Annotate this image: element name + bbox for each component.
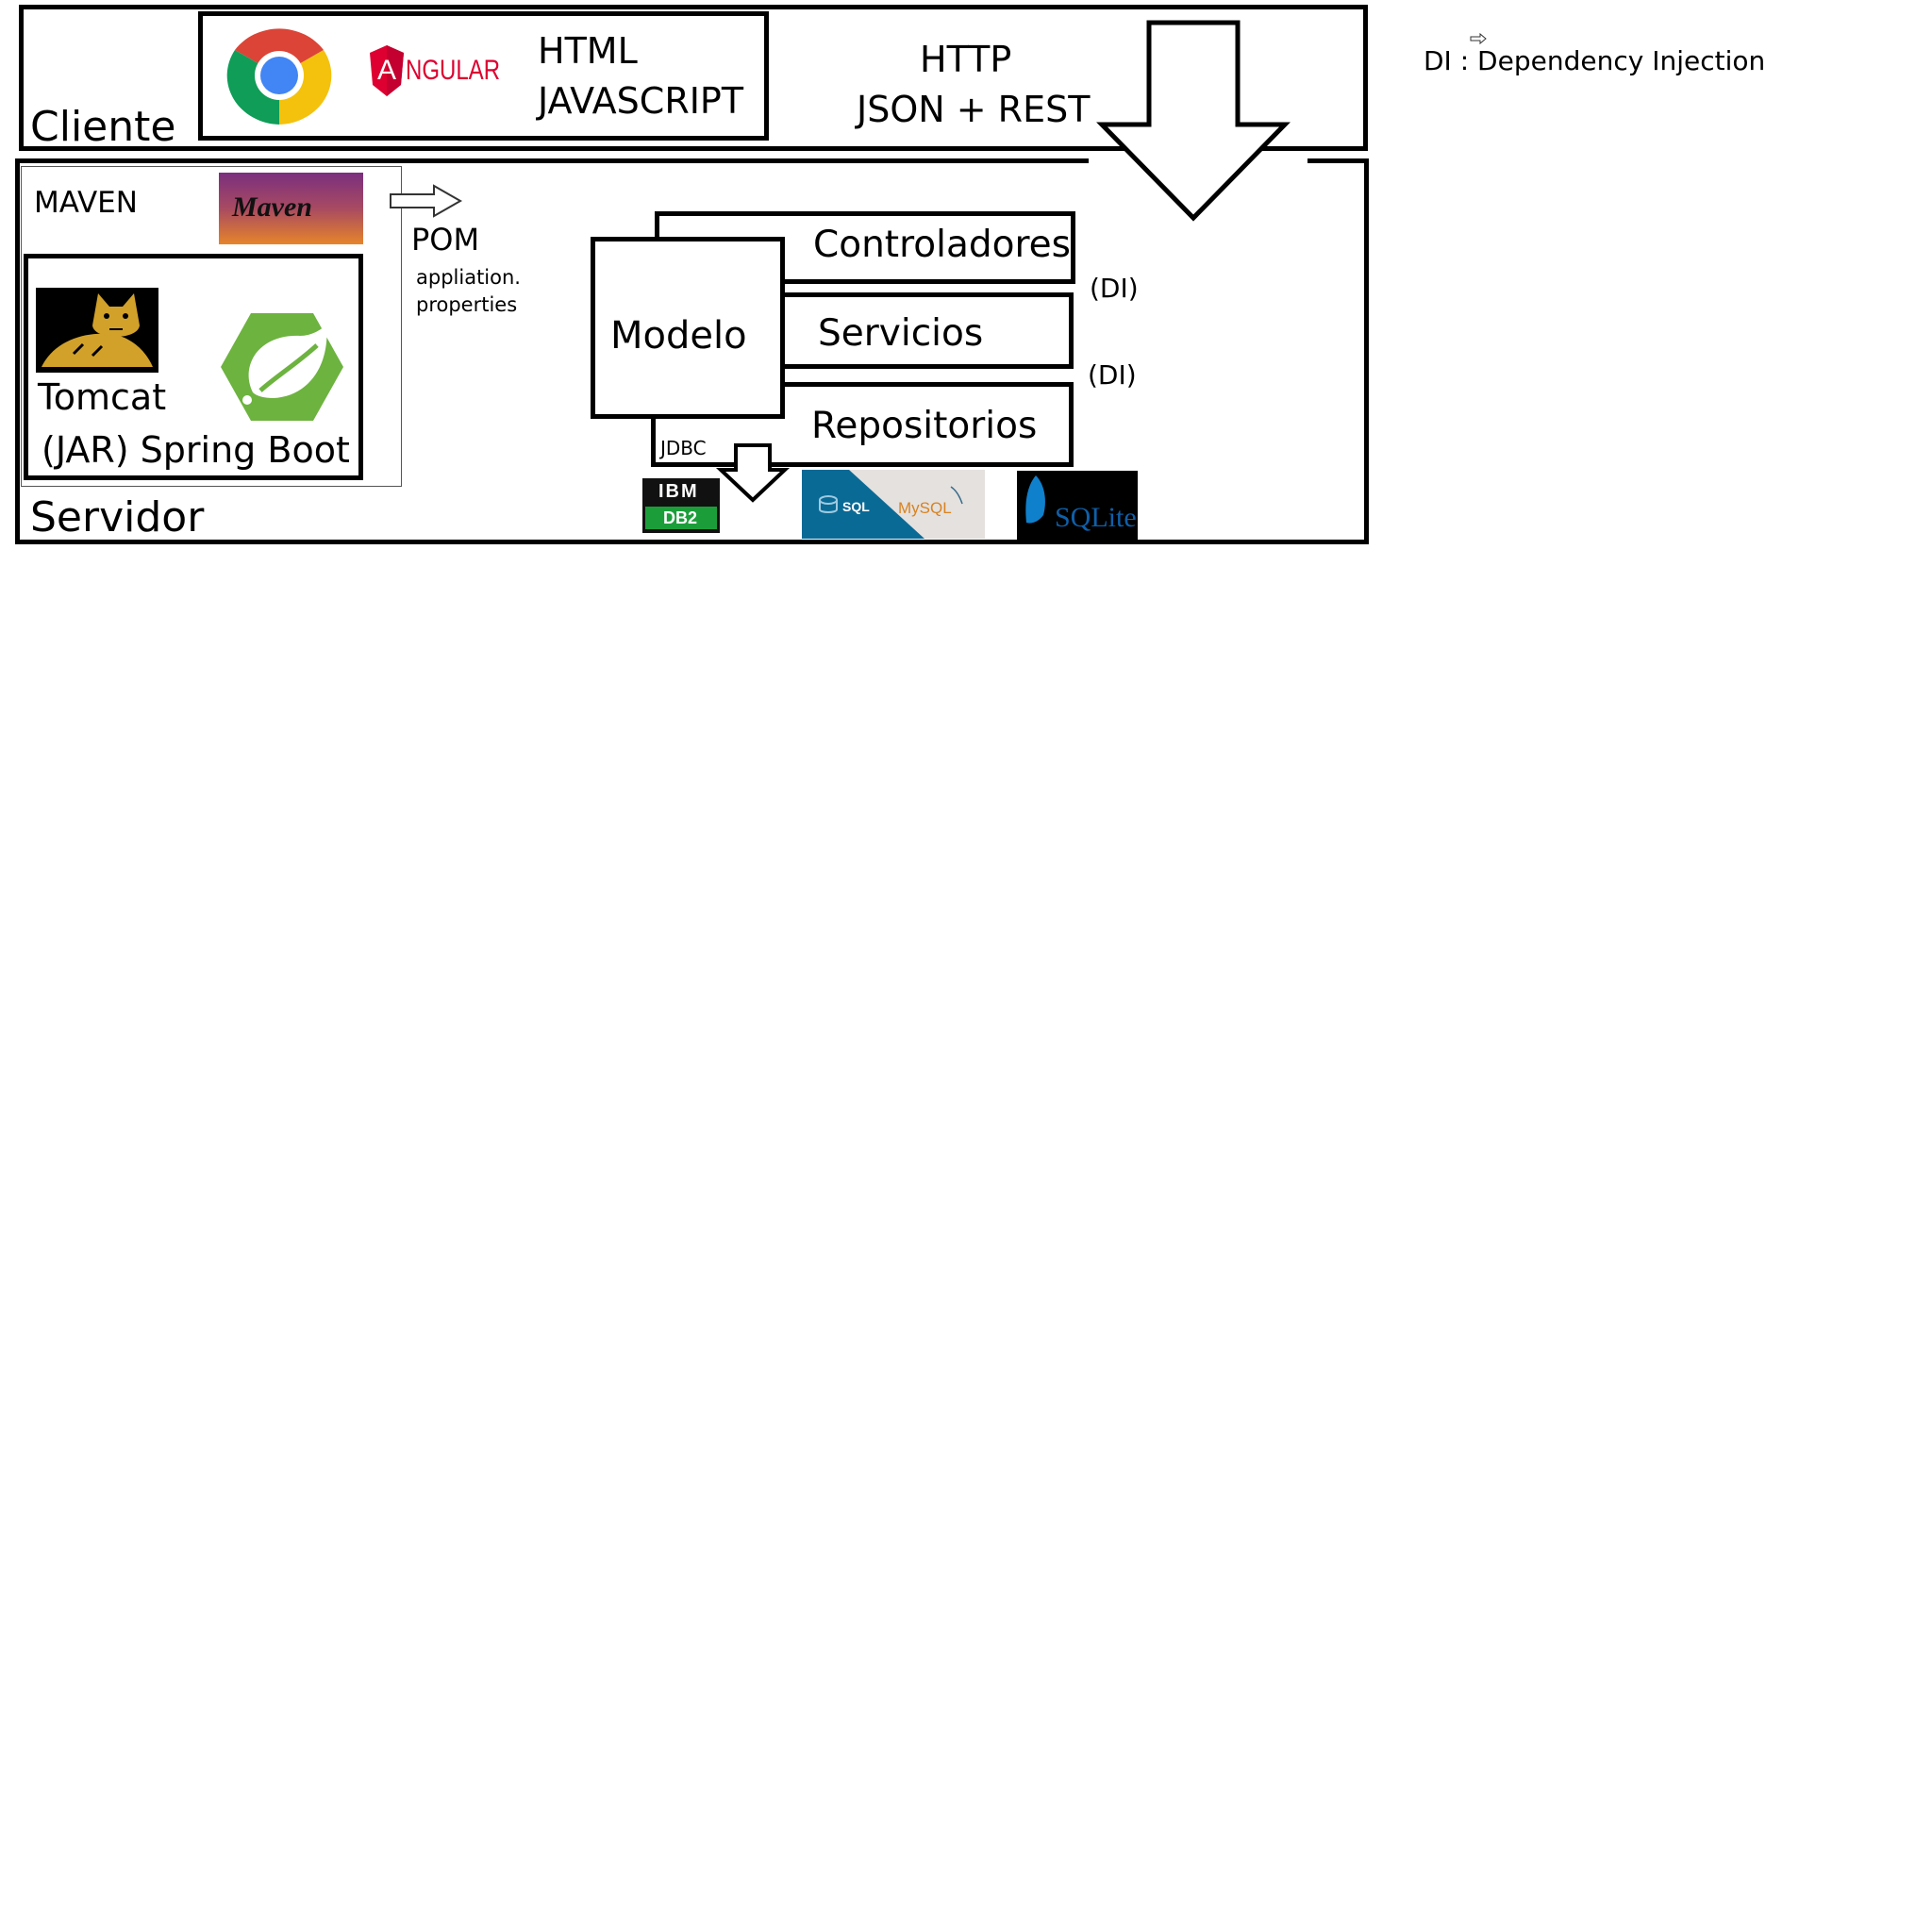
services-label: Servicios bbox=[818, 312, 984, 355]
angular-logo-text: NGULAR bbox=[406, 55, 501, 86]
tomcat-icon bbox=[36, 288, 158, 373]
jdbc-down-arrow-icon bbox=[715, 443, 791, 503]
sqlite-feather-icon bbox=[1025, 475, 1045, 524]
angular-letter: A bbox=[377, 55, 397, 86]
pom-label: POM bbox=[411, 222, 480, 258]
maven-logo bbox=[219, 173, 363, 244]
db2-logo-top: IBM bbox=[658, 481, 699, 502]
model-box bbox=[591, 237, 785, 419]
springboot-label: (JAR) Spring Boot bbox=[42, 429, 350, 471]
di-label-lower: (DI) bbox=[1088, 359, 1137, 391]
controllers-label: Controladores bbox=[813, 224, 1071, 266]
repositories-box bbox=[651, 382, 1074, 467]
tomcat-label: Tomcat bbox=[38, 376, 167, 418]
sqlserver-logo-text: SQL bbox=[842, 499, 870, 514]
di-label-upper: (DI) bbox=[1090, 273, 1139, 304]
server-section bbox=[15, 158, 1369, 544]
maven-container bbox=[21, 166, 402, 487]
server-label: Servidor bbox=[30, 493, 205, 541]
client-label: Cliente bbox=[30, 103, 176, 151]
maven-label: MAVEN bbox=[34, 186, 138, 220]
properties-line1: appliation. bbox=[416, 266, 521, 289]
chrome-icon bbox=[226, 28, 332, 125]
protocol-http: HTTP bbox=[920, 39, 1012, 80]
spring-leaf-icon bbox=[221, 313, 343, 421]
runtime-box bbox=[24, 254, 363, 480]
frontend-box bbox=[198, 11, 769, 141]
repositories-label: Repositorios bbox=[811, 405, 1038, 447]
tech-javascript: JAVASCRIPT bbox=[538, 80, 744, 122]
sqlite-logo-text: SQLite bbox=[1055, 502, 1137, 533]
pom-arrow-icon bbox=[390, 184, 463, 218]
legend-text: DI : Dependency Injection bbox=[1424, 45, 1766, 76]
model-label: Modelo bbox=[610, 314, 747, 358]
protocol-json-rest: JSON + REST bbox=[857, 89, 1091, 130]
client-section bbox=[19, 5, 1368, 151]
db2-logo-bottom: DB2 bbox=[663, 508, 698, 527]
angular-shield-icon bbox=[370, 45, 404, 96]
http-down-arrow-icon bbox=[1089, 20, 1307, 222]
maven-logo-text: Maven bbox=[232, 192, 312, 223]
properties-line2: properties bbox=[416, 293, 518, 316]
mysql-logo-text: MySQL bbox=[898, 499, 952, 517]
sqlserver-mysql-logo bbox=[802, 470, 985, 539]
db2-logo-band bbox=[645, 507, 717, 529]
tech-html: HTML bbox=[538, 30, 638, 72]
small-arrow-icon bbox=[1470, 32, 1487, 45]
jdbc-label: JDBC bbox=[660, 437, 707, 459]
